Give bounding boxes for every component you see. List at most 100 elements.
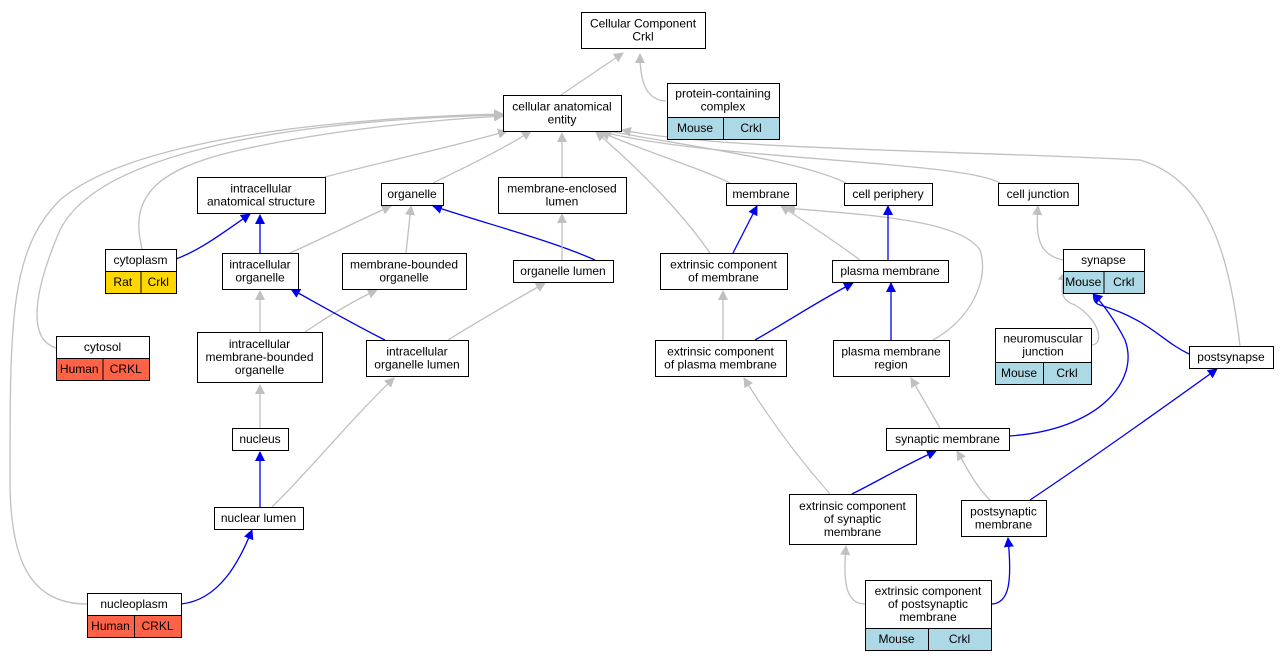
node-label: cell periphery <box>852 187 923 201</box>
edge-intorg-organelle <box>289 205 392 254</box>
node-nucleus[interactable]: nucleus <box>232 428 289 451</box>
edge-organelle-cae <box>432 130 532 184</box>
node-box <box>581 12 706 49</box>
edge-cytoplasm-cae <box>138 111 504 250</box>
node-label: junction <box>1021 345 1063 359</box>
node-label: postsynaptic <box>970 505 1037 519</box>
species-label: Human <box>60 362 99 376</box>
node-label: Cellular Component <box>590 17 697 31</box>
node-box <box>214 507 304 530</box>
node-synmem[interactable]: synaptic membrane <box>886 428 1010 451</box>
edge-cytosol-cae <box>36 110 504 349</box>
node-postsynapse[interactable]: postsynapse <box>1189 346 1274 369</box>
species-label: Mouse <box>1065 275 1101 289</box>
node-box <box>381 183 444 206</box>
node-orglumen[interactable]: organelle lumen <box>513 260 614 283</box>
edge-orglumen-organelle <box>432 204 596 261</box>
edge-nucleoplasm-nuclumen <box>180 529 254 605</box>
node-label: cytosol <box>84 340 121 354</box>
edge-cytoplasm-ias <box>175 213 251 260</box>
node-celljunction[interactable]: cell junction <box>998 183 1079 206</box>
edge-pcc-root <box>635 53 667 102</box>
node-box <box>232 428 289 451</box>
gene-cell <box>928 628 992 651</box>
edge-psm-postsynapse <box>1029 368 1218 501</box>
node-label: organelle <box>379 271 429 285</box>
node-box <box>833 340 950 377</box>
gene-label: CRKL <box>110 362 142 376</box>
node-box <box>961 500 1047 537</box>
edge-ecm-membrane <box>732 205 758 254</box>
node-label: membrane-bounded <box>350 258 458 272</box>
node-membrane[interactable]: membrane <box>726 183 797 206</box>
node-cellperiphery[interactable]: cell periphery <box>844 183 933 206</box>
node-label: cytoplasm <box>113 253 167 267</box>
node-label: membrane-enclosed <box>507 182 616 196</box>
node-label: membrane <box>732 187 790 201</box>
node-label: membrane <box>975 518 1033 532</box>
node-label: synaptic membrane <box>895 432 1000 446</box>
node-box <box>865 580 992 629</box>
edge-synmem-pmr <box>910 377 941 429</box>
node-box <box>222 253 299 290</box>
node-label: complex <box>701 100 746 114</box>
node-plasmamem[interactable]: plasma membrane <box>832 260 949 283</box>
edge-nmj-synapse <box>1057 271 1100 346</box>
species-label: Rat <box>113 275 132 289</box>
node-label: organelle <box>387 187 437 201</box>
node-box <box>503 95 622 132</box>
gene-cell <box>1103 271 1145 294</box>
edge-ecsm-ecpm <box>743 377 831 495</box>
node-label: intracellular <box>229 258 290 272</box>
gene-label: Crkl <box>1056 366 1077 380</box>
edge-cellperiphery-cae <box>602 126 847 184</box>
node-label: anatomical structure <box>207 195 315 209</box>
node-box <box>844 183 933 206</box>
edge-iol-orglumen <box>447 282 546 341</box>
edge-postsynapse-synapse <box>1091 284 1190 355</box>
edge-plasmamem-membrane <box>780 205 861 261</box>
node-box <box>197 332 323 383</box>
node-label: extrinsic component <box>799 499 906 513</box>
node-label: membrane <box>824 525 882 539</box>
gene-cell <box>140 271 177 294</box>
node-label: extrinsic component <box>670 258 777 272</box>
species-label: Human <box>91 619 130 633</box>
edge-ecsm-synmem <box>851 450 937 495</box>
node-nuclumen[interactable]: nuclear lumen <box>214 507 304 530</box>
node-label: cell junction <box>1007 187 1070 201</box>
node-box <box>655 340 787 377</box>
edge-imbo-mbo <box>304 289 378 333</box>
node-label: nucleoplasm <box>100 597 167 611</box>
node-label: of synaptic <box>824 512 881 526</box>
node-box <box>995 328 1092 363</box>
node-box <box>197 177 326 214</box>
node-label: lumen <box>546 195 579 209</box>
node-label: nuclear lumen <box>221 511 296 525</box>
node-label: cellular anatomical <box>512 100 611 114</box>
node-organelle[interactable]: organelle <box>381 183 444 206</box>
edge-postsynapse-cae <box>621 126 1241 347</box>
node-label: of postsynaptic <box>888 597 968 611</box>
